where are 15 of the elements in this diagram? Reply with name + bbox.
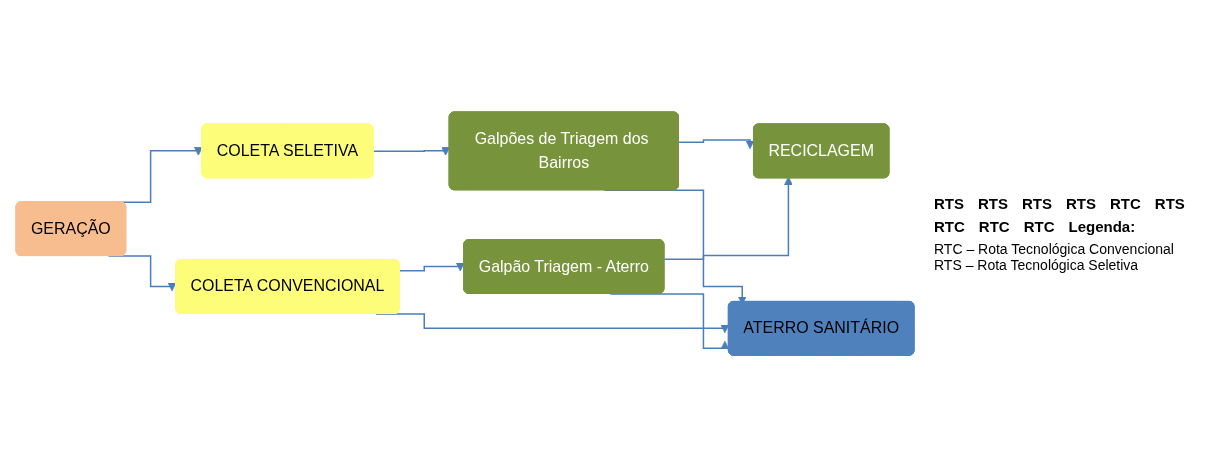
route-label: RTS [1022, 195, 1052, 212]
arrow [399, 262, 465, 272]
legend-entry: RTS – Rota Tecnológica Seletiva [934, 257, 1140, 273]
route-label: RTS [978, 195, 1008, 212]
arrow [372, 147, 451, 157]
route-label: RTS [934, 195, 964, 212]
route-label: RTC [934, 218, 965, 235]
legend-entry: RTC – Rota Tecnológica Convencional [934, 241, 1175, 257]
route-label: RTC [978, 218, 1010, 235]
route-label: RTC [1023, 218, 1055, 235]
arrow [678, 139, 755, 150]
route-label: RTS [1154, 195, 1185, 212]
route-label: Legenda: [1068, 218, 1136, 235]
route-label: RTC [1110, 195, 1141, 212]
route-label: RTS [1066, 195, 1096, 212]
